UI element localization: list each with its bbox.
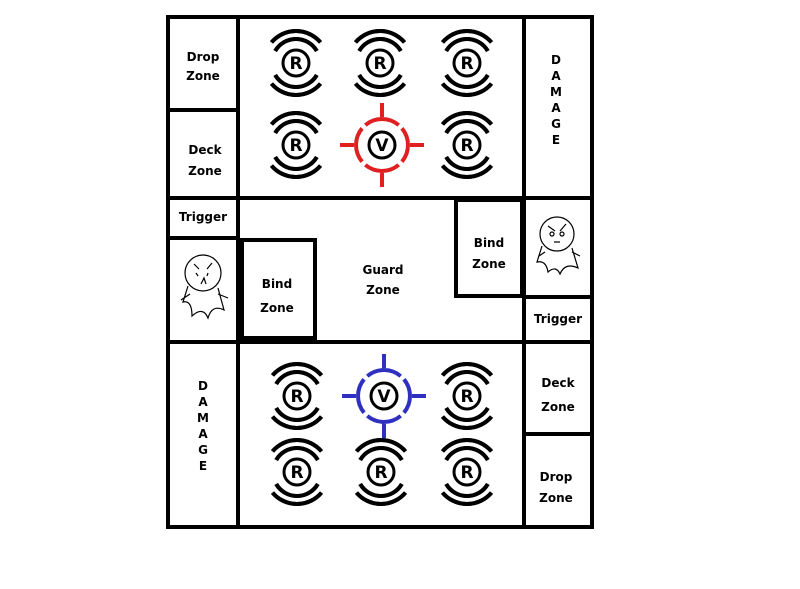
player-trigger-label: Trigger (533, 312, 583, 326)
guard-zone[interactable]: Guard Zone (340, 263, 426, 298)
opponent-rear-guard-circle[interactable]: R (353, 28, 407, 98)
player-rear-guard-circle[interactable]: R (354, 437, 408, 507)
player-bind-zone-label-1: Bind (261, 277, 293, 291)
opponent-deck-zone-label-1: Deck (188, 143, 222, 157)
player-deck-zone-label-2: Zone (541, 400, 575, 415)
rear-guard-letter: R (373, 54, 386, 74)
rear-guard-letter: R (460, 463, 473, 483)
player-damage-letter: G (198, 443, 208, 457)
player-rear-guard-circle[interactable]: R (440, 437, 494, 507)
player-drop-zone-label-2: Zone (539, 491, 573, 506)
opponent-vanguard-circle[interactable]: V (340, 103, 424, 187)
opponent-damage-zone[interactable]: D A M A G E (548, 52, 564, 148)
opponent-damage-letter: A (551, 101, 561, 115)
vanguard-letter: V (377, 387, 391, 407)
rear-guard-letter: R (290, 463, 303, 483)
opponent-damage-letter: E (551, 133, 561, 147)
player-damage-letter: A (198, 395, 208, 409)
player-vanguard-circle[interactable]: V (342, 354, 426, 438)
opponent-bind-zone-label-2: Zone (472, 257, 506, 272)
player-trigger-zone[interactable]: Trigger (524, 312, 592, 326)
player-drop-zone-label-1: Drop (539, 470, 573, 484)
opponent-damage-letter: A (551, 69, 561, 83)
player-rear-guard-circle[interactable]: R (440, 361, 494, 431)
player-bind-zone[interactable]: Bind Zone (242, 277, 312, 316)
opponent-trigger-zone[interactable]: Trigger (168, 210, 238, 224)
player-deck-zone-label-1: Deck (541, 376, 575, 390)
rear-guard-letter: R (289, 54, 302, 74)
opponent-bind-zone-box (454, 198, 524, 298)
opponent-damage-letter: M (550, 85, 562, 99)
opponent-rear-guard-circle[interactable]: R (269, 28, 323, 98)
opponent-deck-zone-label-2: Zone (188, 164, 222, 179)
opponent-drop-zone-label-1: Drop (186, 50, 220, 64)
opponent-rear-guard-circle[interactable]: R (440, 110, 494, 180)
rear-guard-letter: R (290, 387, 303, 407)
vanguard-letter: V (375, 136, 389, 156)
player-damage-letter: D (198, 379, 208, 393)
opponent-deck-zone[interactable]: Deck Zone (170, 143, 240, 179)
rear-guard-letter: R (460, 136, 473, 156)
opponent-drop-zone-label-2: Zone (186, 69, 220, 84)
rear-guard-letter: R (460, 387, 473, 407)
guard-zone-label-2: Zone (366, 283, 400, 298)
player-drop-zone[interactable]: Drop Zone (522, 470, 590, 506)
rear-guard-letter: R (289, 136, 302, 156)
rear-guard-letter: R (374, 463, 387, 483)
opponent-field-zone (236, 15, 526, 200)
opponent-rear-guard-circle[interactable]: R (269, 110, 323, 180)
opponent-bind-zone-label-1: Bind (473, 236, 505, 250)
opponent-damage-letter: D (551, 53, 561, 67)
rear-guard-letter: R (460, 54, 473, 74)
player-damage-letter: E (198, 459, 208, 473)
opponent-avatar-icon (536, 216, 581, 276)
opponent-bind-zone[interactable]: Bind Zone (456, 236, 522, 272)
opponent-damage-letter: G (551, 117, 561, 131)
opponent-trigger-label: Trigger (178, 210, 228, 224)
opponent-rear-guard-circle[interactable]: R (440, 28, 494, 98)
player-damage-zone[interactable]: D A M A G E (195, 378, 211, 474)
player-damage-letter: M (197, 411, 209, 425)
player-bind-zone-box (240, 238, 317, 340)
player-deck-zone[interactable]: Deck Zone (524, 376, 592, 415)
player-bind-zone-label-2: Zone (260, 301, 294, 316)
guard-zone-label-1: Guard (362, 263, 404, 277)
player-rear-guard-circle[interactable]: R (270, 437, 324, 507)
player-avatar-icon (180, 254, 229, 320)
player-rear-guard-circle[interactable]: R (270, 361, 324, 431)
opponent-drop-zone[interactable]: Drop Zone (168, 50, 238, 84)
player-damage-letter: A (198, 427, 208, 441)
